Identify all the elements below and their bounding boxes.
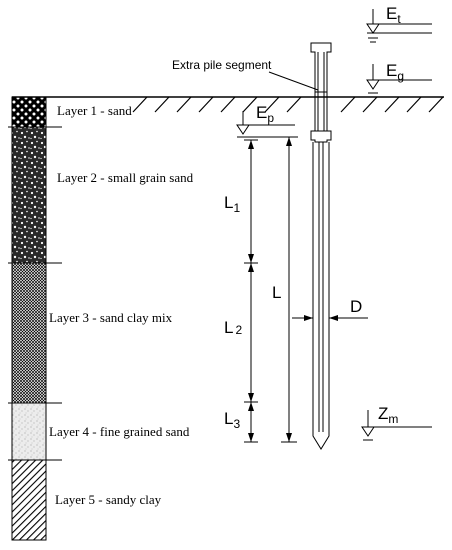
l-symbol: L xyxy=(272,283,281,302)
elevation-marker-eg: Eg xyxy=(366,61,432,94)
layer-2-label: Layer 2 - small grain sand xyxy=(57,170,194,185)
eg-symbol: Eg xyxy=(386,61,404,83)
et-symbol: Et xyxy=(386,4,401,26)
elevation-marker-et: Et xyxy=(366,4,432,43)
layer-1-label: Layer 1 - sand xyxy=(57,103,132,118)
pile xyxy=(310,42,332,450)
diameter-dimension xyxy=(292,315,368,321)
layer-3-label: Layer 3 - sand clay mix xyxy=(49,310,173,325)
extra-pile-segment-leader xyxy=(268,71,319,91)
ground-surface xyxy=(12,96,444,113)
layer-3-fill xyxy=(12,263,46,403)
elevation-marker-ep: Ep xyxy=(236,103,298,138)
layer-5-label: Layer 5 - sandy clay xyxy=(55,492,162,507)
pile-joint-collar xyxy=(310,130,332,143)
length-dimension-chain xyxy=(244,139,258,443)
total-length-dimension xyxy=(281,137,297,443)
l1-symbol: L1 xyxy=(224,193,240,215)
extra-pile-segment-label: Extra pile segment xyxy=(172,58,272,72)
zm-symbol: Zm xyxy=(378,404,398,426)
layer-2-fill xyxy=(12,127,46,263)
l3-symbol: L3 xyxy=(224,409,240,431)
layer-1-fill xyxy=(12,97,46,127)
layer-4-fill xyxy=(12,403,46,460)
elevation-marker-zm: Zm xyxy=(361,404,432,441)
d-symbol: D xyxy=(350,297,362,316)
soil-column xyxy=(8,96,62,541)
layer-5-fill xyxy=(12,460,46,540)
pile-tip xyxy=(312,430,330,450)
ground-hatch-marks xyxy=(132,96,444,113)
layer-4-label: Layer 4 - fine grained sand xyxy=(49,424,190,439)
extra-pile-cap xyxy=(310,42,332,93)
ep-symbol: Ep xyxy=(256,103,274,125)
